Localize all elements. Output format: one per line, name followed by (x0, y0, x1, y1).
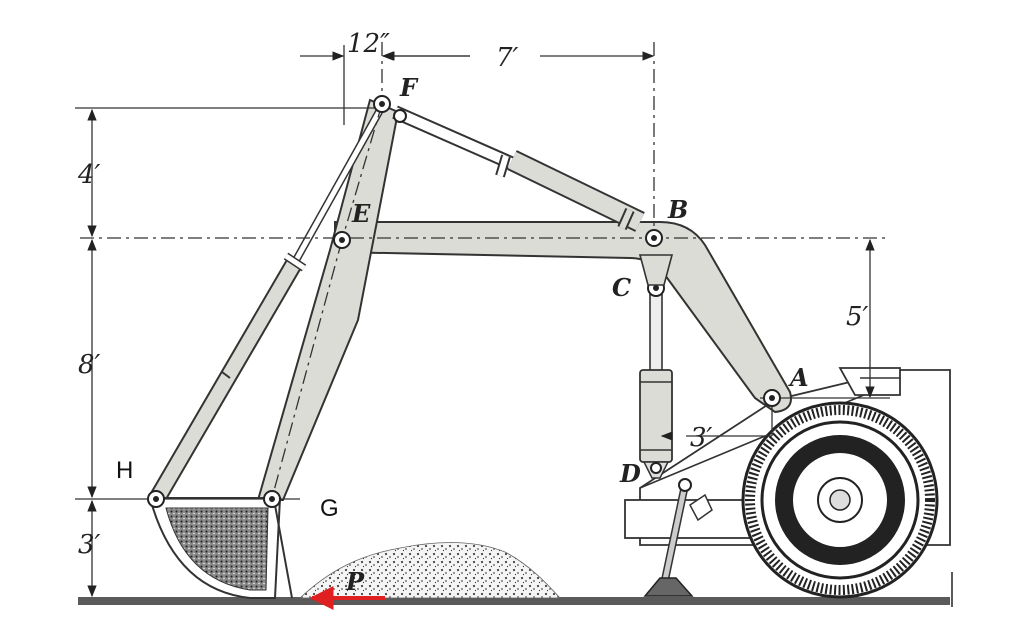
gravel-pile (298, 542, 561, 599)
hydraulic-cylinder-CD (639, 279, 673, 479)
label-A: A (788, 363, 809, 392)
label-H: H (116, 457, 133, 484)
hydraulic-cylinder-FB (392, 105, 645, 232)
ground (78, 597, 950, 605)
label-E: E (351, 199, 371, 228)
pin-D (650, 462, 662, 474)
bucket (148, 497, 293, 599)
dim-3ft-left: 3′ (78, 530, 101, 560)
dim-7ft: 7′ (496, 43, 519, 73)
pin-F (373, 95, 391, 113)
dim-5ft: 5′ (846, 302, 869, 332)
label-P: P (345, 567, 365, 596)
hydraulic-cylinder-H (150, 108, 384, 502)
wheel (741, 401, 939, 599)
dim-3ft-mid: 3′ (690, 423, 713, 453)
dim-8ft: 8′ (78, 350, 101, 380)
centerline-EG (271, 239, 343, 499)
label-C: C (612, 273, 631, 302)
label-G: G (320, 495, 339, 522)
label-B: B (667, 195, 688, 224)
pin-F2 (393, 109, 407, 123)
label-D: D (619, 459, 641, 488)
pin-B (645, 229, 663, 247)
pin-H (147, 490, 165, 508)
centerline-FE (341, 103, 383, 241)
stabilizer-leg (643, 478, 713, 597)
label-F: F (399, 73, 419, 102)
bracket-C (638, 254, 674, 286)
dim-12in: 12″ (347, 29, 390, 59)
dim-4ft: 4′ (77, 160, 101, 190)
pin-G (263, 490, 281, 508)
pin-A (763, 389, 781, 407)
dimension-lines (75, 45, 890, 598)
pin-E (333, 231, 351, 249)
boom-EBA (334, 221, 792, 414)
